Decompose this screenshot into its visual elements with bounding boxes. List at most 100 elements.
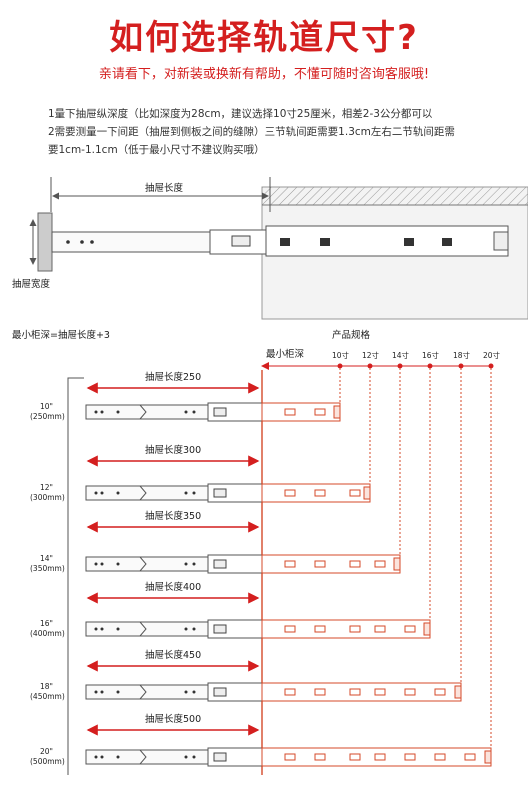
rail-hole xyxy=(100,410,104,414)
rail-mount-slot xyxy=(284,489,296,497)
rail-mount-slot xyxy=(314,408,326,416)
rail-latch xyxy=(213,407,227,417)
rail-hole xyxy=(192,410,196,414)
rail-mount-slot xyxy=(284,408,296,416)
spec-size-label: 16寸 xyxy=(422,350,440,360)
rail-mount-slot xyxy=(374,688,386,696)
size-mm-label: (350mm) xyxy=(30,564,65,573)
rail-hole xyxy=(94,755,98,759)
spec-size-label: 20寸 xyxy=(483,350,501,360)
rail-hole xyxy=(192,755,196,759)
size-row: 抽屉长度450 18"(450mm) xyxy=(30,649,462,702)
cabinet-bracket xyxy=(67,377,84,775)
rail-mount-slot xyxy=(284,688,296,696)
page-subtitle: 亲请看下，对新装或换新有帮助，不懂可随时咨询客服哦! xyxy=(98,67,430,82)
rail-hole xyxy=(100,690,104,694)
size-inch-label: 14" xyxy=(40,554,53,563)
rail-mount-slot xyxy=(404,753,416,761)
note-line-2: 2需要测量一下间距（抽屉到侧板之间的缝隙）三节轨间距需要1.3cm左右二节轨间距… xyxy=(48,126,455,138)
spec-size-marker xyxy=(397,363,403,369)
rail-mount-slot xyxy=(314,560,326,568)
drawer-length-row-label: 抽屉长度350 xyxy=(145,510,201,522)
rail-mount-slot xyxy=(349,560,361,568)
size-mm-label: (250mm) xyxy=(30,412,65,421)
rail-mount-slot xyxy=(349,753,361,761)
spec-size-marker xyxy=(367,363,373,369)
spec-size-label: 12寸 xyxy=(362,350,380,360)
rail-hole xyxy=(184,410,188,414)
rail-mount-slot xyxy=(314,489,326,497)
spec-size-marker xyxy=(427,363,433,369)
rail-mount-slot xyxy=(284,560,296,568)
size-inch-label: 12" xyxy=(40,483,53,492)
rail-mount-slot xyxy=(349,625,361,633)
rail-outer xyxy=(261,747,492,767)
rail-outer xyxy=(261,682,462,702)
rail-break-mark xyxy=(139,404,147,420)
rail-break-mark xyxy=(139,621,147,637)
size-inch-label: 10" xyxy=(40,402,53,411)
rail-mount-slot xyxy=(404,688,416,696)
rail-outer xyxy=(261,483,371,503)
size-mm-label: (300mm) xyxy=(30,493,65,502)
size-inch-label: 16" xyxy=(40,619,53,628)
size-inch-label: 18" xyxy=(40,682,53,691)
rail-mount-slot xyxy=(349,489,361,497)
rail-hole xyxy=(116,690,120,694)
spec-label: 产品规格 xyxy=(332,329,371,341)
rail-break-mark xyxy=(139,485,147,501)
rail-mount-slot xyxy=(314,753,326,761)
rail-hole xyxy=(184,755,188,759)
size-mm-label: (450mm) xyxy=(30,692,65,701)
rail-hole xyxy=(116,491,120,495)
size-inch-label: 20" xyxy=(40,747,53,756)
rail-end-cap xyxy=(363,486,371,500)
spec-size-marker xyxy=(337,363,343,369)
drawer-length-row-label: 抽屉长度400 xyxy=(145,581,201,593)
rail-mount-slot xyxy=(284,753,296,761)
formula-label: 最小柜深=抽屉长度+3 xyxy=(12,329,110,341)
rail-hole xyxy=(94,627,98,631)
rail-hole xyxy=(184,562,188,566)
rail-hole xyxy=(192,690,196,694)
rail-break-mark xyxy=(139,556,147,572)
drawer-length-label: 抽屉长度 xyxy=(145,182,184,194)
rail-mount-slot xyxy=(434,688,446,696)
rail-hole xyxy=(192,627,196,631)
drawer-length-row-label: 抽屉长度450 xyxy=(145,649,201,661)
drawer-length-row-label: 抽屉长度250 xyxy=(145,371,201,383)
note-line-3: 要1cm-1.1cm（低于最小尺寸不建议购买哦） xyxy=(48,144,265,156)
rail-end-cap xyxy=(333,405,341,419)
spec-size-marker xyxy=(458,363,464,369)
rail-hole xyxy=(94,410,98,414)
drawer-length-row-label: 抽屉长度500 xyxy=(145,713,201,725)
rail-latch xyxy=(213,624,227,634)
rail-hole xyxy=(192,491,196,495)
note-line-1: 1量下抽屉纵深度（比如深度为28cm，建议选择10寸25厘米，相差2-3公分都可… xyxy=(48,108,433,120)
rail-mount-slot xyxy=(374,625,386,633)
rail-latch xyxy=(213,559,227,569)
spec-size-label: 14寸 xyxy=(392,350,410,360)
rail-mount-slot xyxy=(374,753,386,761)
page-title: 如何选择轨道尺寸? xyxy=(109,18,419,58)
rail-hole xyxy=(100,627,104,631)
rail-hole xyxy=(100,562,104,566)
rail-break-mark xyxy=(139,684,147,700)
drawer-width-label: 抽屉宽度 xyxy=(12,278,51,290)
rail-latch xyxy=(213,488,227,498)
rail-hole xyxy=(94,491,98,495)
cabinet-diagram: 抽屉长度 抽屉宽度 xyxy=(12,177,528,320)
rail-mount-slot xyxy=(464,753,476,761)
rail-break-mark xyxy=(139,749,147,765)
rail-mount-slot xyxy=(404,625,416,633)
rail-latch xyxy=(213,752,227,762)
rail-hole xyxy=(100,491,104,495)
rail-outer xyxy=(261,402,341,422)
rail-outer xyxy=(261,554,401,574)
rail-hole xyxy=(94,690,98,694)
rail-hole xyxy=(184,690,188,694)
min-depth-label: 最小柜深 xyxy=(266,348,305,360)
